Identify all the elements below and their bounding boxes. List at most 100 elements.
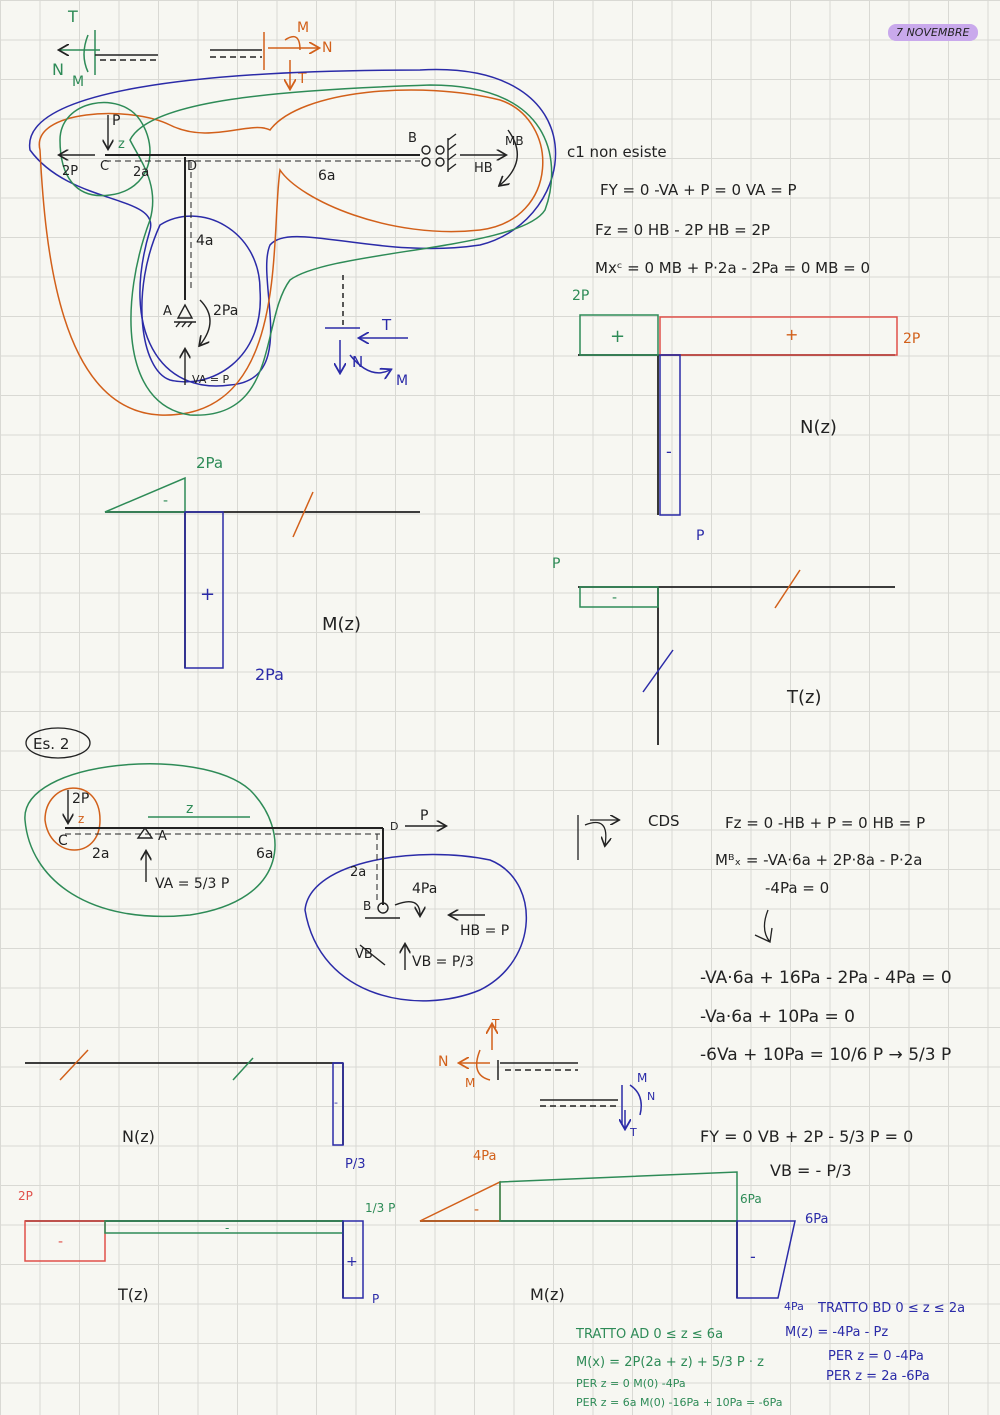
ex2-label-c: C: [58, 833, 68, 849]
ex2-ad-2: M(x) = 2P(2a + z) + 5/3 P · z: [576, 1355, 764, 1370]
ex1-label-6a: 6a: [318, 168, 336, 184]
ex2-sc1-t: T: [491, 1017, 500, 1031]
ex2-bd-3: PER z = 0 -4Pa: [828, 1349, 924, 1364]
ex2-m-title: M(z): [530, 1285, 565, 1304]
ex1-n-plus-2: +: [785, 325, 798, 344]
ex1-m-bottom-val: 2Pa: [255, 665, 284, 684]
ex1-n-left-val: 2P: [572, 288, 589, 304]
ex1-loop-blue-inner: [141, 215, 261, 383]
ex1-t-left-val: P: [552, 556, 560, 572]
ex1-sign-convention-mid: T N M: [325, 275, 408, 389]
ex2-label-va: VA = 5/3 P: [155, 876, 229, 892]
ex2-t-plus: +: [346, 1254, 358, 1270]
ex1-n-right-val: 2P: [903, 331, 920, 347]
ex1-m-title: M(z): [322, 614, 361, 635]
ex2-label-p: P: [420, 808, 428, 824]
ex2-m-diagram: - - 4Pa 6Pa 6Pa 4Pa M(z): [419, 1149, 829, 1313]
ex2-structure: 2P z C 2a A z 6a D P VA = 5/3 P 2a 4Pa B…: [24, 763, 528, 1002]
ex2-eq-5: -Va·6a + 10Pa = 0: [700, 1007, 855, 1027]
ex2-label-hb: HB = P: [460, 923, 509, 939]
date-tag: 7 NOVEMBRE: [888, 24, 978, 41]
ex1-label-hb: HB: [474, 161, 493, 176]
ex1-loop-orange: [38, 89, 544, 416]
ex1-loop-green-outer: [129, 84, 553, 416]
ex2-t-title: T(z): [117, 1285, 149, 1304]
ex2-label-b: B: [363, 899, 371, 913]
ex1-structure: T N M M N T: [29, 7, 557, 416]
ex2-label-2p: 2P: [72, 791, 89, 807]
ex2-label-vb-x: VB: [355, 947, 373, 962]
ex2-m-minus-2: -: [750, 1247, 756, 1266]
ex2-m-top-left: 4Pa: [473, 1149, 497, 1164]
ex2-t-right-bottom: P: [372, 1292, 379, 1306]
ex2-label-a: A: [158, 829, 167, 844]
ex2-m-minus-1: -: [474, 1202, 479, 1218]
ex1-n-plus-1: +: [610, 326, 625, 347]
ex1-eq-2: Fz = 0 HB - 2P HB = 2P: [595, 221, 770, 239]
ex1-sc-mid-t: T: [381, 316, 392, 334]
ex2-bd-1: TRATTO BD 0 ≤ z ≤ 2a: [817, 1301, 965, 1316]
ex2-sc2-n: N: [647, 1090, 655, 1103]
ex1-equations: c1 non esiste FY = 0 -VA + P = 0 VA = P …: [567, 143, 870, 277]
ex2-ad-4: PER z = 6a M(0) -16Pa + 10Pa = -6Pa: [576, 1396, 783, 1409]
ex1-label-2a: 2a: [133, 165, 149, 180]
ex2-tratto-bd: TRATTO BD 0 ≤ z ≤ 2a M(z) = -4Pa - Pz PE…: [785, 1301, 965, 1384]
ex1-support-b: [421, 129, 518, 185]
ex2-ad-1: TRATTO AD 0 ≤ z ≤ 6a: [575, 1327, 723, 1342]
ex2-title: Es. 2: [33, 735, 69, 753]
ex2-eq-8: VB = - P/3: [770, 1161, 852, 1180]
ex2-m-right-top: 6Pa: [805, 1212, 829, 1227]
ex2-m-right-bottom: 4Pa: [784, 1300, 804, 1313]
ex2-eq-4: -VA·6a + 16Pa - 2Pa - 4Pa = 0: [700, 968, 952, 988]
ex2-ad-3: PER z = 0 M(0) -4Pa: [576, 1377, 686, 1390]
ex1-m-plus: +: [200, 584, 215, 605]
ex2-eq-3: -4Pa = 0: [765, 879, 829, 897]
ex2-sc2-m: M: [637, 1071, 647, 1085]
ex1-m-diagram: - + 2Pa 2Pa M(z): [104, 454, 420, 684]
ex1-eq-1: FY = 0 -VA + P = 0 VA = P: [600, 181, 797, 199]
ex1-t-title: T(z): [786, 687, 822, 708]
ex1-label-c: C: [100, 159, 109, 174]
ex2-title-group: Es. 2: [25, 727, 91, 759]
ex1-n-bottom-val: P: [696, 528, 704, 544]
ex2-label-z: z: [186, 801, 193, 817]
ex2-sc2-t: T: [629, 1126, 637, 1139]
ex2-m-mid: 6Pa: [740, 1192, 762, 1206]
ex2-t-minus-2: -: [225, 1221, 229, 1235]
ex2-label-6a: 6a: [256, 846, 274, 862]
ex1-support-a: [174, 299, 211, 385]
ex2-n-diagram: - P/3 N(z): [25, 1049, 366, 1172]
ex2-tratto-ad: TRATTO AD 0 ≤ z ≤ 6a M(x) = 2P(2a + z) +…: [575, 1327, 783, 1409]
ex2-label-2a: 2a: [92, 846, 110, 862]
ex2-bd-4: PER z = 2a -6Pa: [826, 1369, 930, 1384]
ex2-n-title: N(z): [122, 1127, 155, 1146]
ex1-t-minus: -: [612, 590, 617, 606]
ex1-label-z: z: [118, 137, 125, 152]
ex1-sign-convention-right: M N T: [210, 20, 332, 88]
ex1-sc-right-m: M: [297, 20, 309, 36]
ex1-label-b: B: [408, 131, 417, 146]
ex1-loop-blue: [29, 68, 557, 387]
ex2-loop-green: [24, 763, 276, 917]
ex2-eq-2: Mᴮₓ = -VA·6a + 2P·8a - P·2a: [715, 851, 922, 869]
ex1-n-title: N(z): [800, 417, 837, 438]
ex1-t-diagram: - P T(z): [552, 556, 895, 745]
ex2-eq-6: -6Va + 10Pa = 10/6 P → 5/3 P: [700, 1045, 951, 1065]
ex2-t-left-val: 2P: [18, 1189, 33, 1203]
ex2-t-diagram: - - + 2P 1/3 P P T(z): [18, 1189, 395, 1306]
ex1-m-minus: -: [163, 493, 168, 509]
ex1-n-minus: -: [666, 442, 672, 461]
ex1-sc-mid-n: N: [352, 353, 363, 371]
ex2-cds-label: CDS: [648, 812, 680, 830]
ex1-sc-left-t: T: [67, 7, 78, 26]
ex1-sc-left-n: N: [52, 60, 64, 79]
ex1-label-4a: 4a: [196, 233, 214, 249]
ex2-n-minus: -: [334, 1096, 338, 1109]
ex1-label-mb: MB: [505, 134, 524, 148]
ex1-m-top-val: 2Pa: [196, 454, 223, 472]
ex2-label-vb: VB = P/3: [412, 954, 474, 970]
ex1-sc-left-m: M: [72, 74, 84, 90]
ex2-loop-orange: [44, 787, 101, 851]
ex2-loop-blue: [304, 853, 528, 1002]
